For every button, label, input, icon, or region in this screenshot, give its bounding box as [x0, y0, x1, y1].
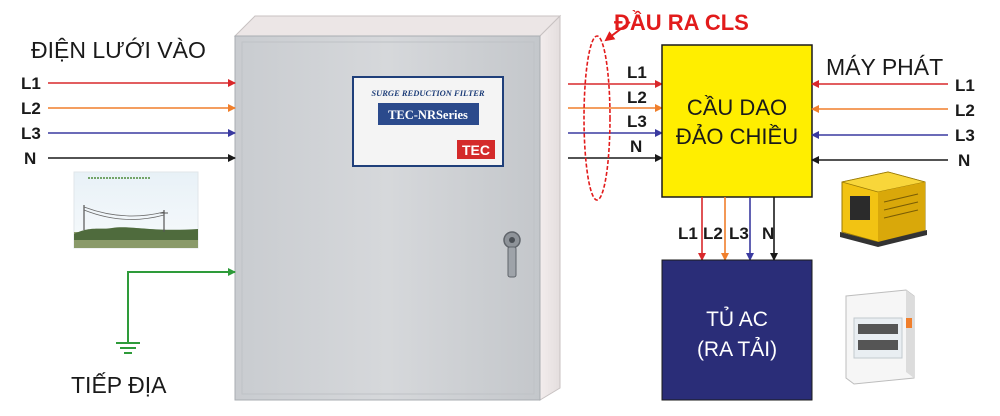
surge-filter-cabinet: SURGE REDUCTION FILTER TEC-NRSeries TEC [233, 14, 562, 401]
label-grounding: TIẾP ĐỊA [71, 371, 167, 398]
ac-panel: TỦ AC (RA TẢI) [661, 259, 813, 401]
label-grid-input: ĐIỆN LƯỚI VÀO [31, 37, 206, 63]
switch-to-panel-lines [698, 197, 778, 261]
ground-wire [127, 268, 236, 343]
transfer-switch: CẦU DAO ĐẢO CHIỀU [661, 44, 813, 198]
right-label-L1: L1 [955, 76, 975, 95]
label-cls-output: ĐẦU RA CLS [614, 10, 749, 35]
left-label-N: N [24, 149, 36, 168]
cls-label-L2: L2 [627, 88, 647, 107]
left-label-L1: L1 [21, 74, 41, 93]
ground-icon [116, 342, 140, 354]
cls-label-N: N [630, 137, 642, 156]
transfer-switch-line1: CẦU DAO [687, 95, 787, 120]
transfer-switch-line2: ĐẢO CHIỀU [676, 124, 798, 149]
svg-text:TEC: TEC [462, 142, 490, 158]
power-lines-photo [73, 171, 199, 249]
cls-label-L1: L1 [627, 63, 647, 82]
down-label-L3: L3 [729, 224, 749, 243]
right-label-L2: L2 [955, 101, 975, 120]
down-label-N: N [762, 224, 774, 243]
ac-panel-line1: TỦ AC [706, 307, 768, 331]
label-generator: MÁY PHÁT [826, 54, 943, 80]
cls-output-lines [568, 80, 663, 162]
down-label-L1: L1 [678, 224, 698, 243]
cls-output-ellipse [583, 21, 631, 201]
generator-input-lines [811, 80, 948, 164]
right-label-L3: L3 [955, 126, 975, 145]
grid-input-lines [48, 79, 236, 162]
plate-title: SURGE REDUCTION FILTER [371, 88, 485, 98]
cabinet-lock-icon [503, 231, 521, 278]
left-label-L3: L3 [21, 124, 41, 143]
ac-panel-line2: (RA TẢI) [697, 338, 777, 361]
cls-label-L3: L3 [627, 112, 647, 131]
diesel-generator-photo [840, 171, 927, 247]
tec-logo: TEC [457, 140, 495, 159]
plate-model: TEC-NRSeries [388, 108, 468, 122]
down-label-L2: L2 [703, 224, 723, 243]
left-label-L2: L2 [21, 99, 41, 118]
cabinet-nameplate: SURGE REDUCTION FILTER TEC-NRSeries TEC [352, 76, 504, 167]
right-label-N: N [958, 151, 970, 170]
distribution-box-photo [845, 289, 915, 385]
